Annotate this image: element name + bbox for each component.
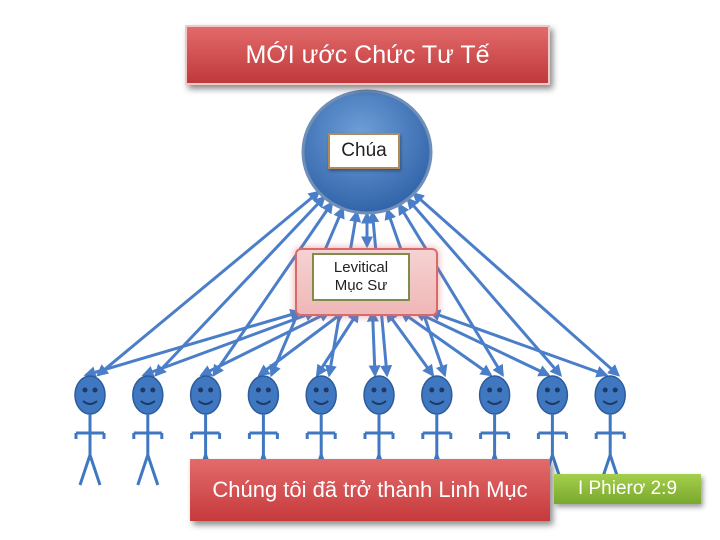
- person-head: [305, 375, 337, 415]
- arrow-levitical-9: [413, 310, 551, 377]
- person-smile: [82, 400, 98, 405]
- person-head: [189, 375, 222, 415]
- person-leg: [146, 454, 160, 486]
- arrow-levitical-5: [315, 309, 360, 378]
- person-eye: [255, 387, 261, 393]
- person-smile: [197, 400, 214, 405]
- person-eye: [92, 387, 98, 393]
- person-head: [421, 375, 453, 415]
- person-leg: [136, 454, 150, 486]
- person-smile: [486, 400, 503, 405]
- person-head: [132, 375, 164, 415]
- person-smile: [140, 400, 156, 405]
- person-smile: [602, 400, 618, 405]
- person-eye: [487, 387, 493, 393]
- person-eye: [140, 387, 146, 393]
- arrow-direct-1: [96, 190, 321, 377]
- arrow-levitical-8: [399, 310, 493, 377]
- person-1: [74, 375, 106, 486]
- person-eye: [323, 387, 329, 393]
- person-smile: [313, 400, 329, 405]
- person-eye: [429, 387, 435, 393]
- arrow-levitical-2: [141, 309, 317, 378]
- person-eye: [82, 387, 88, 393]
- person-eye: [198, 387, 204, 393]
- person-leg: [88, 454, 102, 486]
- person-2: [132, 375, 164, 486]
- person-eye: [439, 387, 445, 393]
- person-eye: [265, 387, 271, 393]
- person-eye: [497, 387, 503, 393]
- levitical-line1: Levitical: [333, 259, 389, 276]
- levitical-label: Levitical Mục Sư: [312, 253, 410, 301]
- caption-text: Chúng tôi đã trở thành Linh Mục: [212, 477, 528, 502]
- caption-box: Chúng tôi đã trở thành Linh Mục: [190, 459, 550, 521]
- person-10: [594, 375, 626, 486]
- person-head: [594, 375, 626, 415]
- reference-box: I Phierơ 2:9: [554, 474, 701, 504]
- person-leg: [78, 454, 92, 486]
- arrow-levitical-10: [428, 309, 609, 378]
- person-eye: [313, 387, 319, 393]
- person-eye: [150, 387, 156, 393]
- person-head: [74, 375, 106, 415]
- reference-text: I Phierơ 2:9: [577, 478, 678, 499]
- person-eye: [371, 387, 377, 393]
- person-smile: [429, 400, 445, 405]
- person-smile: [544, 400, 561, 405]
- person-smile: [255, 400, 272, 405]
- person-head: [247, 375, 280, 415]
- arrow-direct-10: [412, 191, 620, 377]
- person-eye: [602, 387, 608, 393]
- lord-label: Chúa: [328, 133, 400, 169]
- arrow-levitical-6: [366, 309, 381, 378]
- person-eye: [381, 387, 387, 393]
- title-text: MỚI ước Chức Tư Tế: [245, 40, 490, 69]
- person-eye: [554, 387, 560, 393]
- person-eye: [544, 387, 550, 393]
- lord-text: Chúa: [341, 140, 387, 161]
- person-eye: [612, 387, 618, 393]
- levitical-line2: Mục Sư: [334, 277, 388, 294]
- title-box: MỚI ước Chức Tư Tế: [185, 25, 550, 85]
- person-smile: [371, 400, 387, 405]
- person-eye: [208, 387, 214, 393]
- person-head: [536, 375, 569, 415]
- person-head: [363, 375, 395, 415]
- person-head: [478, 375, 511, 415]
